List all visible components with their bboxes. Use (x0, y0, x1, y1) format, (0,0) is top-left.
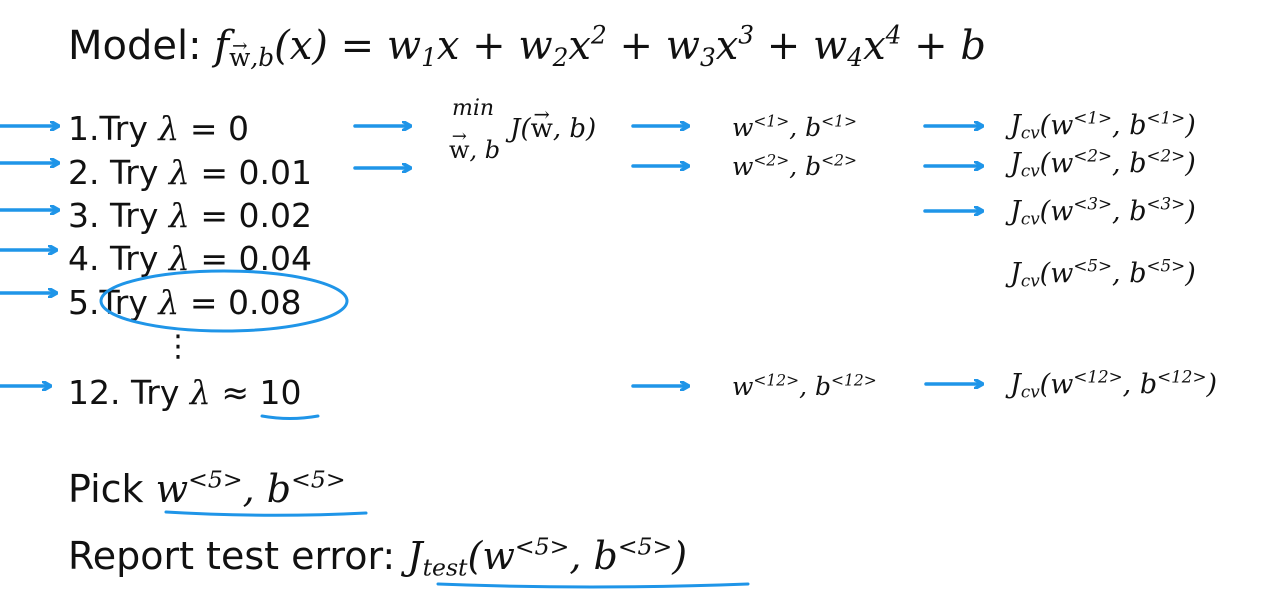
pick-line: Pick w<5>, b<5> (68, 465, 346, 511)
params-1: w<1>, b<1> (732, 112, 858, 142)
jcv-5: Jcv(w<5>, b<5>) (1010, 255, 1196, 291)
underline-value-10 (260, 414, 320, 420)
jcv-1: Jcv(w<1>, b<1>) (1010, 107, 1196, 143)
trial-5: 5.Try λ = 0.08 (68, 283, 302, 322)
min-subscript: w, b (449, 128, 500, 162)
underline-pick (164, 510, 368, 517)
model-label: Model: (68, 23, 202, 69)
underline-report (436, 582, 750, 589)
trial-12: 12. Try λ ≈ 10 (68, 373, 302, 412)
model-function: fw,b(x) = w1x + w2x2 + w3x3 + w4x4 + b (214, 20, 986, 72)
trial-2: 2. Try λ = 0.01 (68, 153, 312, 192)
jcv-12: Jcv(w<12>, b<12>) (1010, 366, 1218, 402)
cost-function: J(w, b) (510, 105, 596, 142)
trial-1: 1.Try λ = 0 (68, 109, 249, 148)
trial-4: 4. Try λ = 0.04 (68, 239, 312, 278)
report-line: Report test error: Jtest(w<5>, b<5>) (68, 532, 688, 582)
params-12: w<12>, b<12> (732, 371, 877, 401)
jcv-3: Jcv(w<3>, b<3>) (1010, 193, 1196, 229)
min-label: min (452, 96, 495, 121)
trial-3: 3. Try λ = 0.02 (68, 196, 312, 235)
selection-circle (99, 269, 349, 333)
vertical-ellipsis: ⋮ (163, 329, 193, 364)
model-equation: Model: fw,b(x) = w1x + w2x2 + w3x3 + w4x… (68, 20, 986, 72)
jcv-2: Jcv(w<2>, b<2>) (1010, 145, 1196, 181)
params-2: w<2>, b<2> (732, 151, 858, 181)
arrow-layer (0, 126, 982, 386)
